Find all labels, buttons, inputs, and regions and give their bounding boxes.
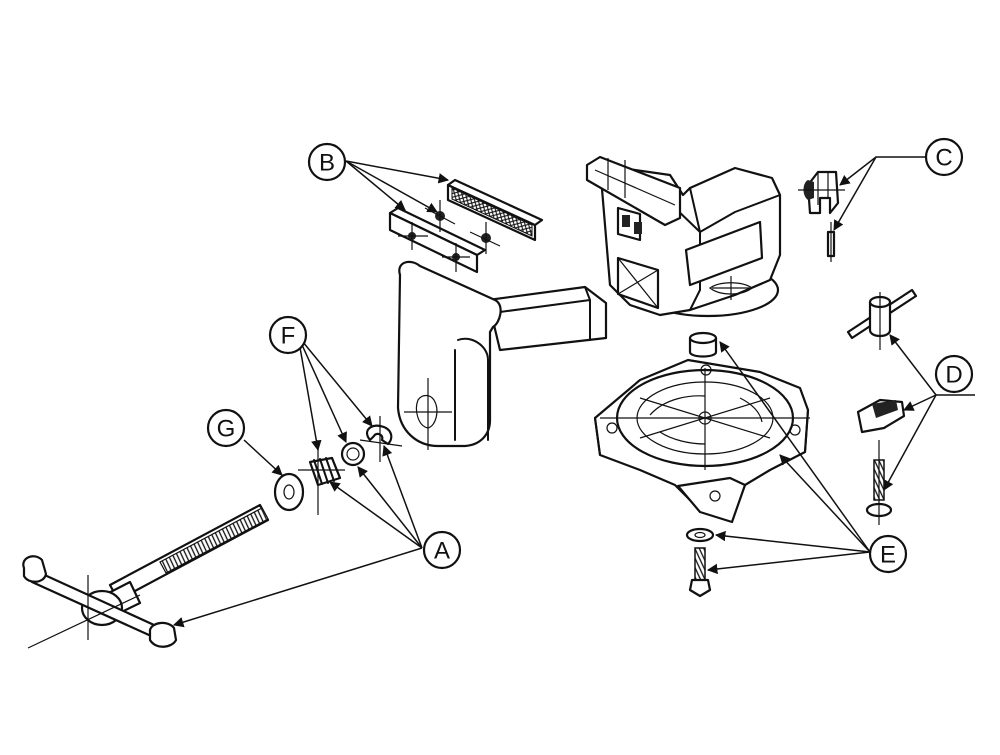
movable-jaw [396,260,608,450]
thrust-washer [273,472,305,512]
callout-g-label: G [217,416,236,443]
callout-g: G [206,408,246,448]
callout-b: B [307,142,347,182]
callout-a-label: A [434,538,450,565]
roll-pin [826,222,836,262]
base-washer [685,527,715,543]
washer-f [340,441,366,467]
base-bushing [688,331,718,358]
callout-f-label: F [281,323,296,350]
base-bolt [688,547,712,598]
callout-e: E [868,534,908,574]
callout-c-label: C [935,145,952,172]
handle-bar [22,555,178,649]
retaining-clip [359,416,403,462]
spring [298,440,345,515]
jaw-insert-upper [446,178,544,242]
callout-b-label: B [319,150,335,177]
callout-f: F [268,315,308,355]
lock-shoe [856,398,906,434]
callout-c: C [924,137,964,177]
leader-lines [172,156,975,628]
vise-body [585,155,782,318]
jaw-lock-part [798,170,845,215]
callout-a: A [422,530,462,570]
swivel-base [593,358,810,524]
callout-d: D [934,354,974,394]
jaw-insert-screws [398,200,501,272]
callout-d-label: D [945,362,962,389]
lock-handle [846,288,918,350]
callout-e-label: E [880,542,896,569]
